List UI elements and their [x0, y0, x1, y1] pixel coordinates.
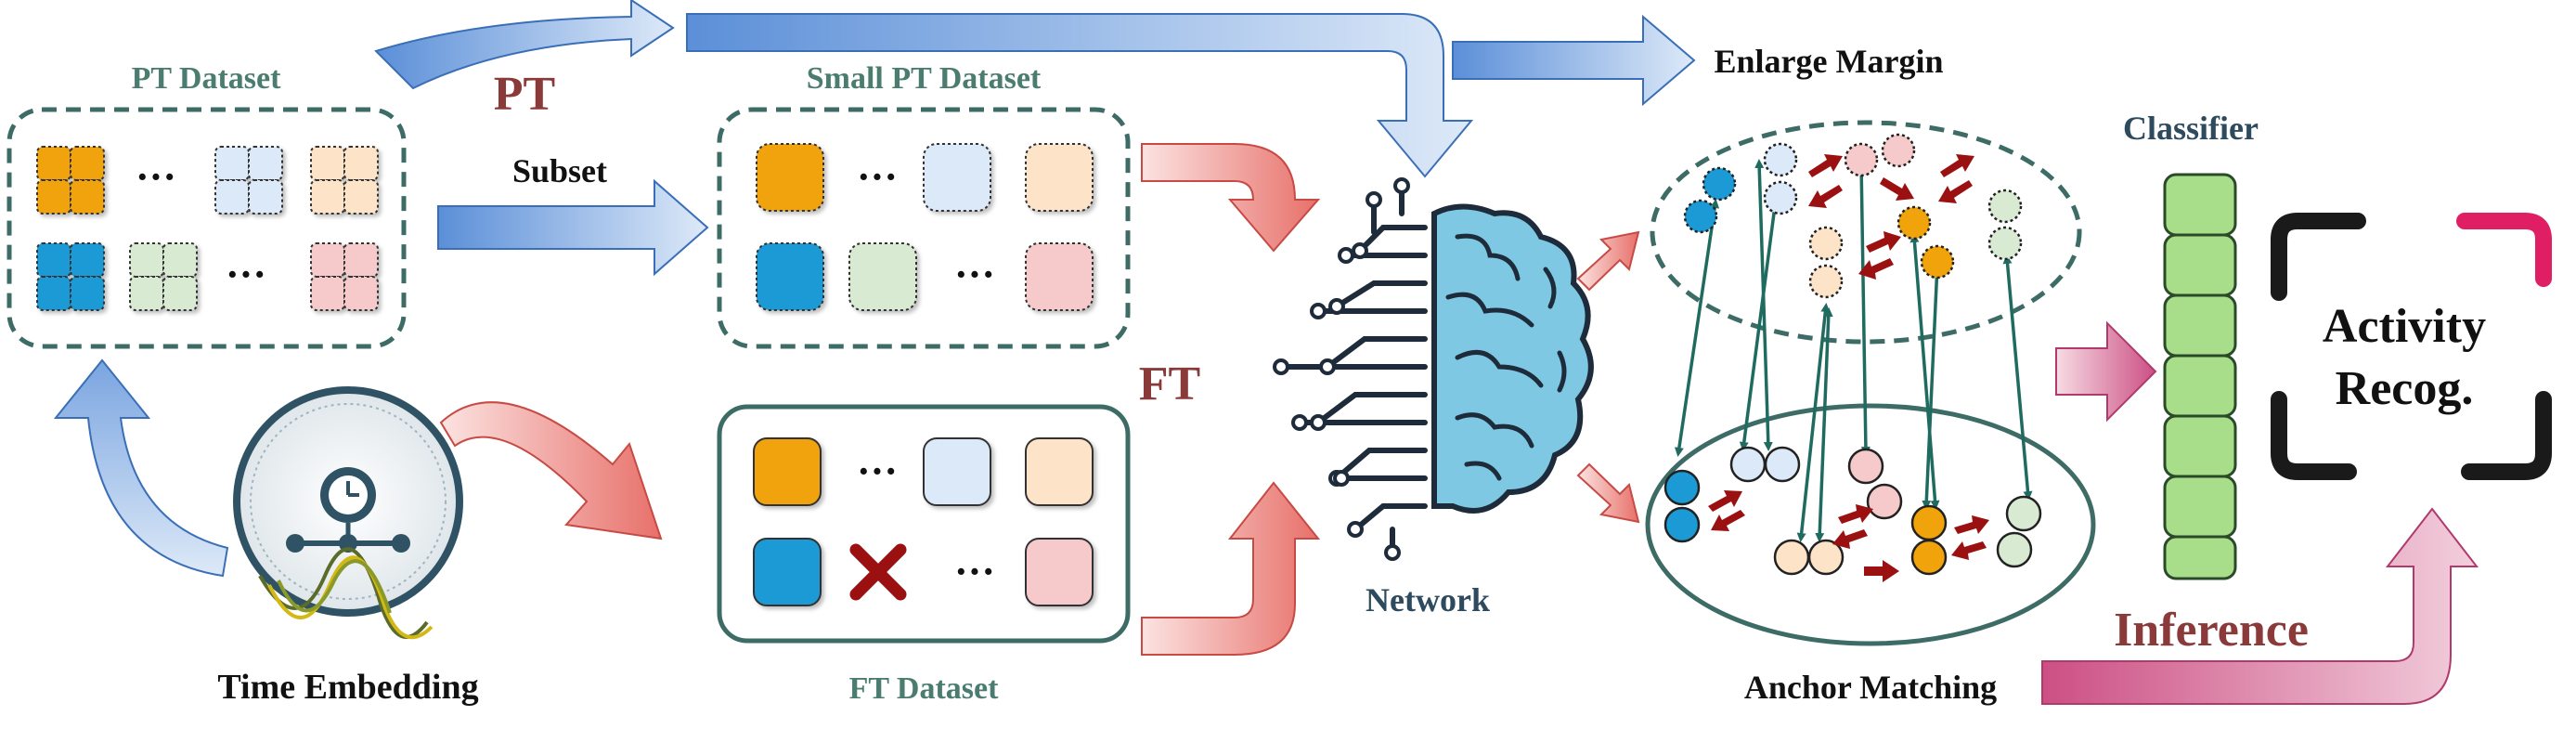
inference-arrow — [2041, 507, 2479, 705]
circuit-icon — [1278, 183, 1428, 555]
time-embedding-icon — [233, 386, 463, 640]
small-pt-samples — [756, 143, 1094, 311]
point-light-blue — [1764, 446, 1801, 483]
ellipsis: ··· — [857, 154, 898, 200]
point-peach — [1808, 226, 1844, 261]
clock-icon — [320, 467, 376, 539]
point-blue — [1663, 506, 1701, 543]
activity-recog-brackets — [2271, 213, 2552, 480]
sample-light-green — [848, 242, 917, 311]
sample-light-green — [129, 242, 198, 311]
pt-label: PT — [494, 68, 555, 121]
point-light-green — [1996, 531, 2033, 568]
classifier-label: Classifier — [2123, 110, 2259, 147]
point-pink — [1881, 133, 1916, 168]
point-orange — [1910, 539, 1948, 576]
push-apart-arrows — [1708, 154, 1989, 582]
network-label: Network — [1366, 581, 1490, 618]
sample-orange — [36, 146, 105, 215]
pt-dataset-samples: ··· ··· — [36, 146, 379, 311]
anchor-connectors — [1674, 159, 2033, 542]
embedding-points — [1683, 133, 2023, 299]
point-peach — [1807, 539, 1845, 576]
anchor-matching-label: Anchor Matching — [1744, 669, 1997, 706]
point-pink — [1866, 483, 1903, 520]
anchor-to-classifier-arrow — [2055, 320, 2157, 423]
small-pt-dataset-box — [717, 107, 1131, 349]
point-light-blue — [1729, 446, 1767, 483]
point-light-green — [2005, 495, 2042, 532]
ft-label: FT — [1139, 358, 1200, 410]
point-blue — [1683, 199, 1718, 234]
time-embedding-label: Time Embedding — [217, 668, 478, 707]
point-blue — [1702, 166, 1737, 202]
sample-orange — [753, 437, 822, 506]
point-light-blue — [1763, 180, 1798, 215]
subset-arrow — [437, 178, 709, 277]
cross-icon — [849, 543, 907, 601]
inference-label: Inference — [2114, 604, 2309, 657]
small-pt-to-network-arrow — [1141, 143, 1321, 253]
sample-orange — [756, 143, 824, 212]
network-icon — [1273, 177, 1594, 561]
sample-blue — [753, 538, 822, 606]
sample-peach — [1025, 143, 1094, 212]
point-orange — [1920, 244, 1955, 280]
enlarge-margin-ellipse — [1650, 120, 2082, 345]
activity-recog-line1: Activity — [2323, 300, 2486, 353]
classifier-bar — [2163, 173, 2237, 580]
pt-dataset-label: PT Dataset — [132, 61, 282, 96]
sample-peach — [310, 146, 379, 215]
ft-to-network-arrow — [1141, 481, 1321, 656]
brain-icon — [1431, 203, 1594, 514]
sample-blue — [36, 242, 105, 311]
point-orange — [1910, 504, 1948, 541]
sample-pink — [1025, 242, 1094, 311]
ellipsis: ··· — [857, 449, 898, 494]
point-peach — [1773, 539, 1810, 576]
sample-pink — [1025, 538, 1094, 606]
time-embedding-to-ft-arrow — [439, 401, 663, 540]
ft-dataset-box — [717, 404, 1131, 644]
wave-icon — [258, 547, 434, 640]
small-pt-dataset-label: Small PT Dataset — [807, 61, 1042, 96]
point-blue — [1663, 469, 1701, 506]
sample-light-blue — [923, 143, 991, 212]
pt-flow-arrow — [374, 0, 1696, 178]
anchor-matching-ellipse — [1645, 403, 2096, 646]
ft-samples — [753, 437, 1094, 606]
point-orange — [1896, 205, 1932, 241]
sample-peach — [1025, 437, 1094, 506]
network-to-embedding-arrow — [1576, 230, 1640, 292]
point-pink — [1847, 448, 1884, 485]
sample-light-blue — [214, 146, 283, 215]
point-light-blue — [1763, 142, 1798, 177]
time-embedding-to-pt-arrow — [53, 358, 229, 578]
network-to-anchor-arrow — [1576, 462, 1640, 524]
enlarge-margin-label: Enlarge Margin — [1715, 43, 1944, 80]
ellipsis: ··· — [954, 252, 995, 297]
ellipsis: ··· — [954, 549, 995, 594]
anchor-points — [1663, 446, 2042, 576]
sample-pink — [310, 242, 379, 311]
ellipsis: ··· — [226, 252, 266, 297]
ellipsis: ··· — [136, 154, 176, 200]
sample-blue — [756, 242, 824, 311]
ft-dataset-label: FT Dataset — [849, 671, 1000, 706]
point-pink — [1844, 142, 1879, 177]
subset-label: Subset — [512, 152, 607, 189]
point-light-green — [1987, 226, 2023, 261]
activity-recog-line2: Recog. — [2336, 362, 2474, 415]
sample-light-blue — [923, 437, 991, 506]
point-light-green — [1987, 189, 2023, 224]
pt-dataset-box — [6, 107, 407, 349]
point-peach — [1808, 264, 1844, 299]
